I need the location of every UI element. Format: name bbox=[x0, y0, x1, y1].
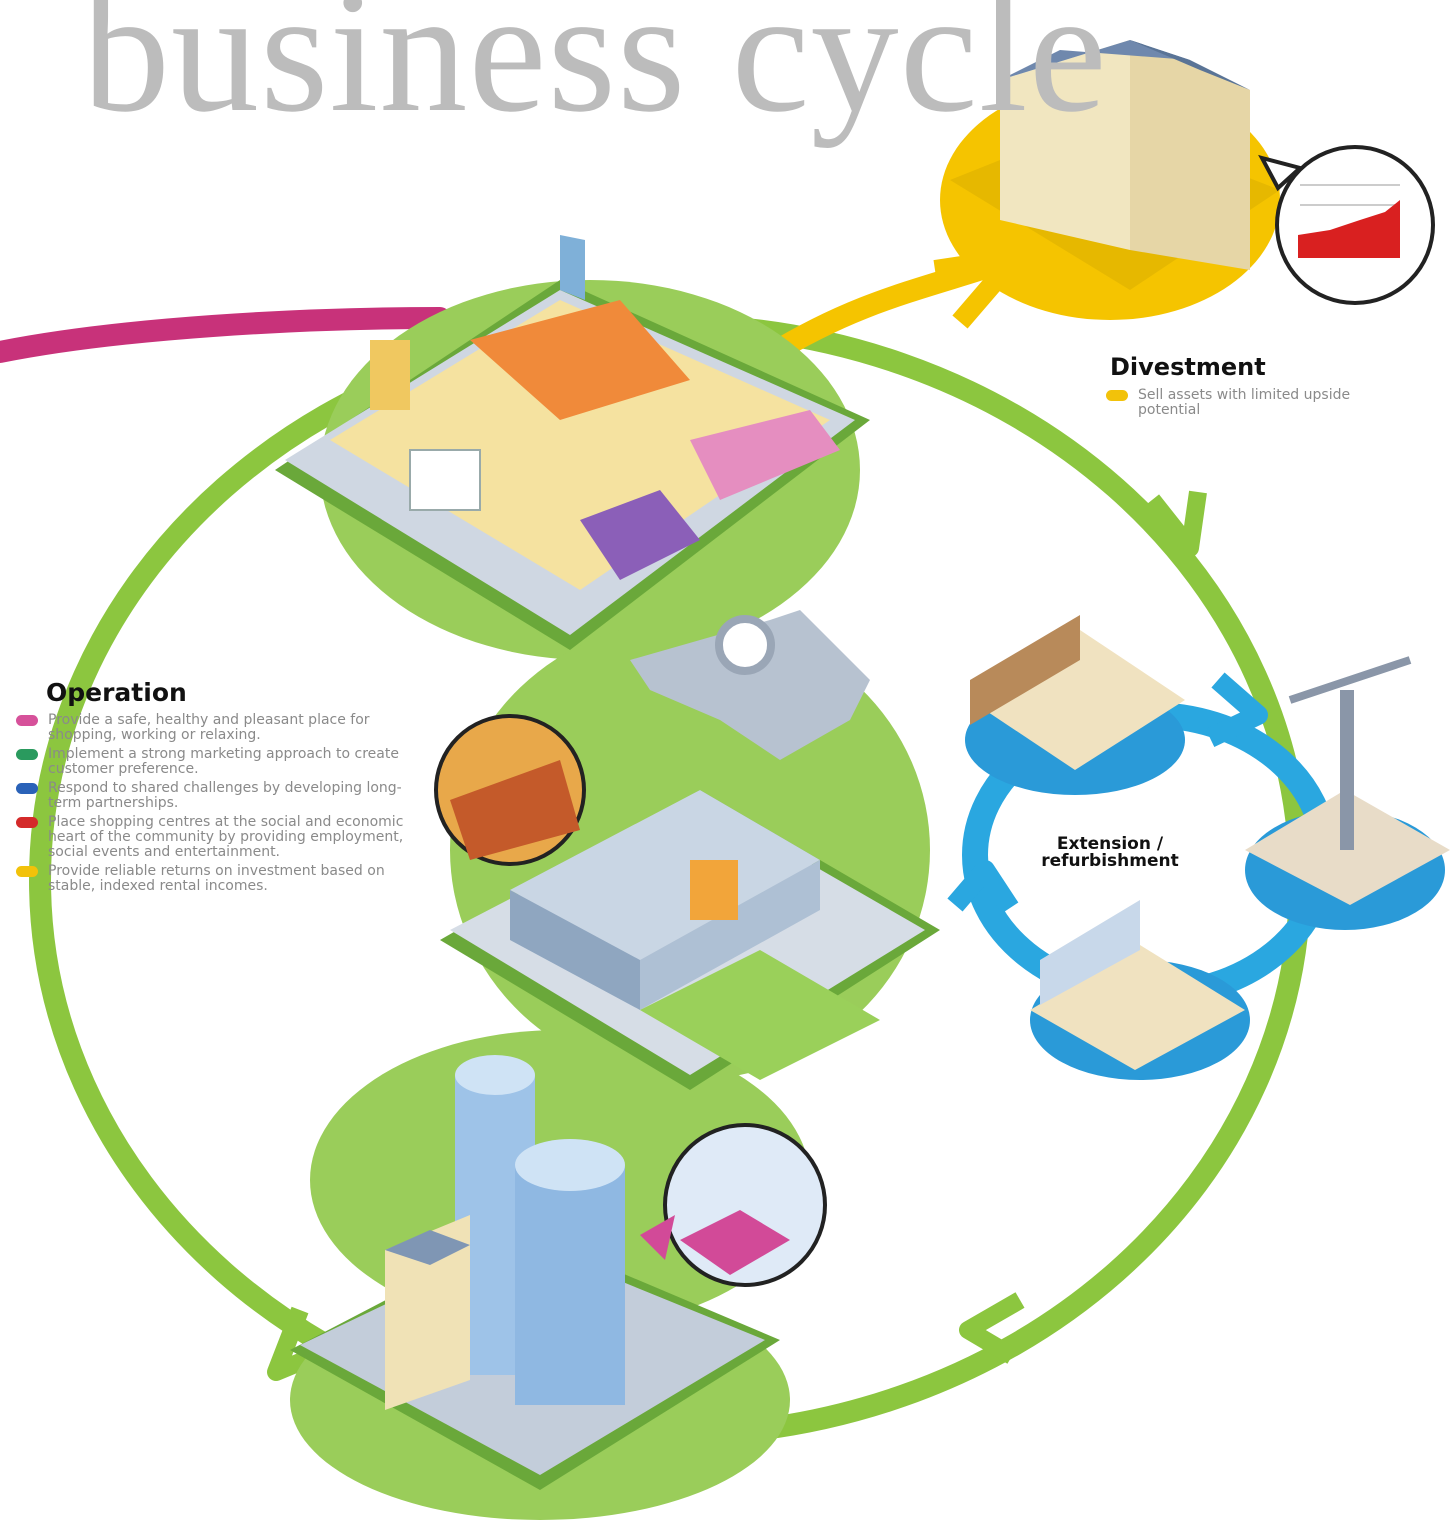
operation-legend: Provide a safe, healthy and pleasant pla… bbox=[16, 713, 416, 898]
roundabout-top bbox=[715, 615, 775, 675]
legend-swatch bbox=[1106, 390, 1128, 401]
shopping-centre-illustration bbox=[275, 235, 870, 650]
classical-building-illustration bbox=[940, 40, 1280, 320]
extension-label-line2: refurbishment bbox=[1041, 851, 1179, 871]
legend-item: Provide a safe, healthy and pleasant pla… bbox=[16, 713, 416, 743]
legend-swatch bbox=[16, 817, 38, 828]
extension-refurbishment-label: Extension / refurbishment bbox=[1040, 836, 1180, 870]
operation-heading: Operation bbox=[46, 678, 187, 707]
legend-swatch bbox=[16, 866, 38, 877]
extension-arrowhead-left bbox=[947, 860, 1019, 914]
legend-text: Provide reliable returns on investment b… bbox=[48, 863, 385, 894]
legend-item: Implement a strong marketing approach to… bbox=[16, 747, 416, 777]
legend-text: Respond to shared challenges by developi… bbox=[48, 780, 402, 811]
legend-item: Sell assets with limited upside potentia… bbox=[1106, 388, 1396, 418]
divestment-legend: Sell assets with limited upside potentia… bbox=[1106, 388, 1396, 422]
legend-text: Sell assets with limited upside potentia… bbox=[1138, 387, 1351, 418]
legend-swatch bbox=[16, 783, 38, 794]
legend-item: Place shopping centres at the social and… bbox=[16, 815, 416, 860]
legend-item: Respond to shared challenges by developi… bbox=[16, 781, 416, 811]
construction-crane-illustration bbox=[1245, 656, 1450, 930]
rising-chart-icon bbox=[1258, 145, 1435, 305]
divestment-heading: Divestment bbox=[1110, 353, 1266, 381]
magenta-arrow bbox=[0, 307, 451, 363]
mall-building-illustration bbox=[440, 790, 940, 1090]
legend-text: Implement a strong marketing approach to… bbox=[48, 746, 399, 777]
road-connector bbox=[630, 610, 870, 760]
office-workers-icon bbox=[640, 1123, 827, 1287]
extension-arrowhead-top bbox=[1205, 672, 1268, 748]
cinema-seats-icon bbox=[434, 714, 586, 866]
office-towers-illustration bbox=[290, 1055, 780, 1490]
meeting-room-illustration bbox=[965, 615, 1185, 795]
cycle-arrowhead-right bbox=[1144, 490, 1207, 557]
legend-swatch bbox=[16, 749, 38, 760]
page-title: business cycle bbox=[82, 0, 1108, 149]
extension-label-line1: Extension / bbox=[1056, 834, 1164, 854]
legend-swatch bbox=[16, 715, 38, 726]
legend-text: Place shopping centres at the social and… bbox=[48, 814, 404, 860]
legend-item: Provide reliable returns on investment b… bbox=[16, 864, 416, 894]
legend-text: Provide a safe, healthy and pleasant pla… bbox=[48, 712, 370, 743]
cycle-arrowhead-bottom bbox=[959, 1292, 1025, 1364]
design-office-illustration bbox=[1030, 900, 1250, 1080]
